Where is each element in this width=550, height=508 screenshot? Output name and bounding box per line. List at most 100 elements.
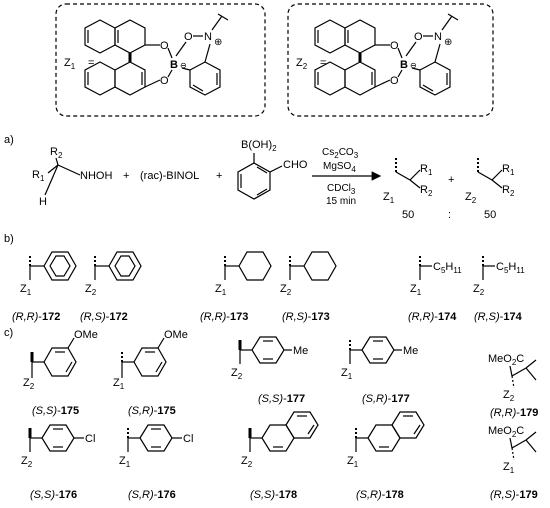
svg-text:N: N (434, 31, 442, 43)
svg-text:Z2: Z2 (23, 377, 35, 391)
svg-text:=: = (320, 57, 326, 69)
hydroxylamine-reactant: R2 R1 H NHOH (32, 146, 112, 208)
svg-text:C5H11: C5H11 (433, 261, 462, 275)
svg-text:15 min: 15 min (326, 196, 356, 207)
section-c-row1-captions: (S,S)-175 (S,R)-175 (S,S)-177 (S,R)-177 … (32, 393, 538, 419)
svg-text:Z2: Z2 (85, 283, 97, 297)
formylphenylboronic-acid: B(OH)2 CHO (237, 139, 308, 200)
svg-text:(S,R)-178: (S,R)-178 (356, 489, 404, 501)
compound-174-rr: C5H11 Z1 (410, 256, 462, 297)
compound-173-rr: Z1 (215, 251, 272, 297)
svg-text:(S,R)-177: (S,R)-177 (362, 393, 410, 405)
svg-text:(S,S)-176: (S,S)-176 (30, 489, 77, 501)
svg-text:Z1: Z1 (503, 461, 515, 475)
compound-173-rs: Z2 (280, 251, 337, 297)
compound-175-ss: OMe Z2 (23, 329, 98, 391)
svg-text:R1: R1 (32, 169, 45, 183)
svg-text:B: B (170, 59, 178, 71)
compound-176-sr: Cl Z1 (119, 424, 193, 469)
svg-text:Cl: Cl (85, 433, 95, 445)
svg-text:Z2: Z2 (465, 191, 477, 205)
svg-text:Z1: Z1 (215, 283, 227, 297)
svg-text:⊕: ⊕ (444, 37, 452, 48)
svg-text:Z2: Z2 (296, 57, 308, 71)
section-a-label: a) (4, 134, 14, 146)
svg-text:MeO2C: MeO2C (488, 353, 524, 367)
compound-177-ss: Me Z2 (231, 336, 308, 381)
svg-text:B: B (400, 59, 408, 71)
svg-text:⊖: ⊖ (410, 61, 417, 70)
z2-label: Z2 = (296, 57, 326, 71)
svg-text:O: O (160, 75, 169, 87)
svg-text:Z1: Z1 (341, 367, 353, 381)
svg-text:H: H (39, 196, 47, 208)
svg-text:Z2: Z2 (241, 455, 253, 469)
section-c-label: c) (4, 327, 13, 339)
svg-text:B(OH)2: B(OH)2 (241, 139, 277, 153)
svg-text:(R,R)-174: (R,R)-174 (408, 311, 457, 323)
svg-text:(R,S)-172: (R,S)-172 (80, 311, 128, 323)
svg-text:Z1: Z1 (20, 283, 32, 297)
section-b-label: b) (4, 233, 14, 245)
ratio-right: 50 (484, 209, 496, 221)
compound-177-sr: Me Z1 (341, 336, 418, 381)
svg-text:Z1: Z1 (410, 283, 422, 297)
svg-text:Z2: Z2 (280, 283, 292, 297)
svg-text:Me: Me (293, 345, 308, 357)
ratio-left: 50 (402, 209, 414, 221)
compound-176-ss: Cl Z2 (21, 424, 95, 469)
svg-text:Z1: Z1 (64, 57, 76, 71)
z1-label: Z1 = (64, 57, 94, 71)
compound-178-ss: Z2 (241, 411, 319, 469)
svg-text:O: O (184, 31, 193, 43)
compound-178-sr: Z1 (347, 411, 425, 469)
svg-text:Z1: Z1 (383, 191, 395, 205)
svg-text:Cl: Cl (183, 433, 193, 445)
svg-text:R2: R2 (50, 146, 63, 160)
compound-179-rs: MeO2C Z1 (488, 425, 537, 475)
svg-text:Cs2CO3: Cs2CO3 (322, 147, 359, 160)
compound-175-sr: OMe Z1 (113, 329, 188, 391)
svg-text:(R,S)-173: (R,S)-173 (282, 311, 330, 323)
section-c-row2-captions: (S,S)-176 (S,R)-176 (S,S)-178 (S,R)-178 … (30, 489, 538, 501)
svg-text:R2: R2 (420, 184, 433, 198)
svg-text:MeO2C: MeO2C (488, 425, 524, 439)
svg-text:Z2: Z2 (473, 283, 485, 297)
plus-sign-2: + (216, 170, 222, 182)
svg-text:O: O (390, 75, 399, 87)
svg-text:O: O (160, 40, 169, 52)
compound-174-rs: C5H11 Z2 (473, 256, 525, 297)
svg-text:Z1: Z1 (113, 377, 125, 391)
z1-binol-boronate-structure: O O B ⊖ O N ⊕ (84, 13, 229, 96)
z2-definition-box (287, 3, 494, 117)
product-z2: Z2 R1 R2 (465, 156, 515, 205)
svg-text:Z2: Z2 (503, 389, 515, 403)
binol-label: (rac)-BINOL (140, 170, 199, 182)
svg-text:NHOH: NHOH (80, 170, 112, 182)
svg-text:N: N (204, 31, 212, 43)
compound-172-rs: Z2 (85, 251, 142, 297)
product-z1: Z1 R1 R2 (383, 156, 433, 205)
svg-text:(R,R)-172: (R,R)-172 (12, 311, 60, 323)
ratio-colon: : (448, 209, 451, 221)
svg-text:CHO: CHO (283, 159, 308, 171)
svg-text:R1: R1 (420, 163, 433, 177)
reaction-conditions: Cs2CO3 MgSO4 CDCl3 15 min (312, 147, 382, 207)
section-b-captions: (R,R)-172 (R,S)-172 (R,R)-173 (R,S)-173 … (12, 311, 523, 323)
svg-text:(S,S)-177: (S,S)-177 (258, 393, 305, 405)
svg-text:R2: R2 (502, 184, 515, 198)
svg-text:=: = (88, 57, 94, 69)
svg-text:OMe: OMe (74, 329, 98, 341)
svg-text:MgSO4: MgSO4 (323, 161, 356, 174)
svg-text:Z1: Z1 (347, 455, 359, 469)
svg-text:Z2: Z2 (21, 455, 33, 469)
svg-text:(S,R)-175: (S,R)-175 (128, 405, 176, 417)
z1-definition-box (55, 3, 266, 117)
svg-text:⊖: ⊖ (180, 61, 187, 70)
compound-172-rr: Z1 (20, 251, 77, 297)
svg-text:O: O (390, 40, 399, 52)
svg-text:(R,R)-179: (R,R)-179 (490, 407, 538, 419)
svg-text:OMe: OMe (164, 329, 188, 341)
svg-text:(R,S)-174: (R,S)-174 (474, 311, 523, 323)
